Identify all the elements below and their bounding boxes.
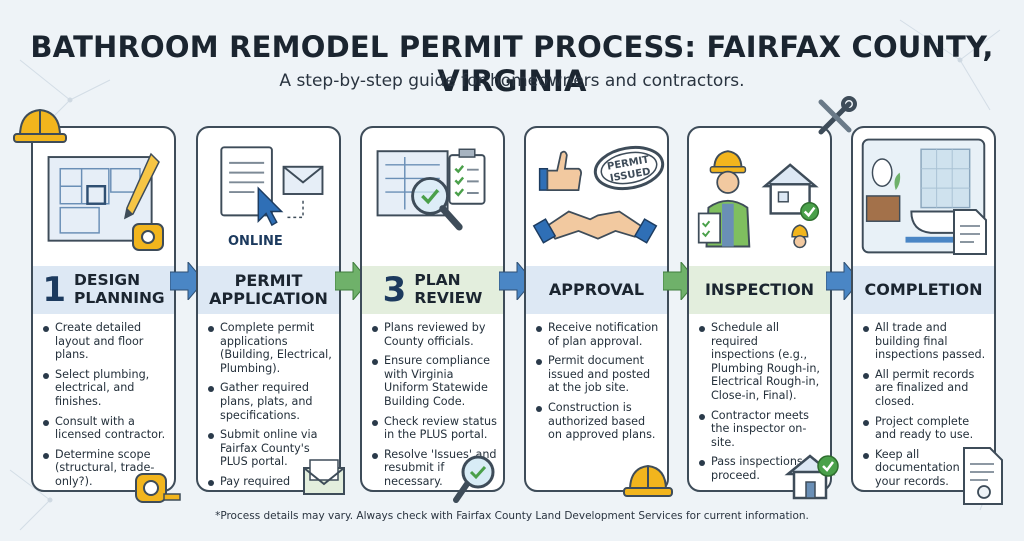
step-bullet-list: All trade and building final inspections…	[862, 321, 988, 490]
step-title-line: APPLICATION	[209, 289, 328, 308]
envelope-icon	[303, 459, 345, 495]
footnote: *Process details may vary. Always check …	[215, 510, 809, 522]
step-bullet-list: Plans reviewed by County officials. Ensu…	[371, 321, 497, 490]
certificate-document-icon	[963, 447, 1003, 505]
list-item: Receive notification of plan approval.	[535, 321, 661, 348]
step-header-plan-review: 3 PLAN REVIEW	[362, 266, 503, 314]
step-header-completion: COMPLETION	[853, 266, 994, 314]
list-item: Check review status in the PLUS portal.	[371, 415, 497, 442]
step-title: APPROVAL	[548, 279, 645, 299]
hard-hat-icon	[13, 108, 67, 143]
step-card-inspection: INSPECTION Schedule all required inspect…	[687, 126, 832, 492]
house-check-icon	[784, 454, 839, 500]
magnifier-check-icon	[453, 455, 495, 503]
list-item: Ensure compliance with Virginia Uniform …	[371, 354, 497, 408]
step-header-design-planning: 1 DESIGN PLANNING	[33, 266, 174, 314]
step-bullet-list: Create detailed layout and floor plans. …	[42, 321, 168, 490]
inspector-illustration	[697, 150, 820, 249]
step-card-completion: COMPLETION All trade and building final …	[851, 126, 996, 492]
plan-review-illustration	[376, 148, 486, 231]
step-bullet-list: Receive notification of plan approval. P…	[535, 321, 661, 448]
list-item: Contractor meets the inspector on-site.	[698, 409, 824, 450]
step-bullet-list: Complete permit applications (Building, …	[207, 321, 333, 490]
list-item: Pay required application fees.	[207, 475, 333, 490]
step-title-line: PLAN	[414, 271, 461, 290]
list-item: Plans reviewed by County officials.	[371, 321, 497, 348]
step-header-approval: APPROVAL	[526, 266, 667, 314]
list-item: Project complete and ready to use.	[862, 415, 988, 442]
step-title-line: DESIGN	[74, 271, 141, 290]
step-card-approval: PERMIT ISSUED APPROVAL Receive notificat…	[524, 126, 669, 492]
list-item: Schedule all required inspections (e.g.,…	[698, 321, 824, 403]
step-title: COMPLETION	[864, 279, 983, 299]
step-title-line: PERMIT	[234, 270, 303, 290]
list-item: Construction is authorized based on appr…	[535, 401, 661, 442]
page-subtitle: A step-by-step guide for homeowners and …	[279, 71, 745, 91]
list-item: Submit online via Fairfax County's PLUS …	[207, 428, 333, 469]
step-title: INSPECTION	[704, 279, 815, 299]
online-form-illustration	[220, 146, 324, 227]
page-title: BATHROOM REMODEL PERMIT PROCESS: FAIRFAX…	[30, 30, 994, 98]
step-header-inspection: INSPECTION	[689, 266, 830, 314]
wrench-screwdriver-icon	[818, 96, 857, 135]
pencil-icon	[123, 152, 160, 220]
list-item: All permit records are finalized and clo…	[862, 368, 988, 409]
step-title-line: PLANNING	[74, 289, 165, 307]
list-item: Gather required plans, plats, and specif…	[207, 381, 333, 422]
list-item: Create detailed layout and floor plans.	[42, 321, 168, 362]
step-number: 3	[382, 270, 407, 310]
hard-hat-icon	[623, 464, 673, 497]
online-label: ONLINE	[228, 234, 283, 249]
tape-measure-icon	[132, 223, 164, 251]
step-title: PLAN REVIEW	[414, 271, 483, 308]
step-title: PERMIT APPLICATION	[209, 270, 328, 309]
step-title-line: REVIEW	[414, 289, 483, 307]
step-header-permit-application: PERMIT APPLICATION	[198, 266, 339, 314]
list-item: Pass inspections to proceed.	[698, 455, 824, 482]
list-item: Select plumbing, electrical, and finishe…	[42, 368, 168, 409]
permit-issued-stamp: PERMIT ISSUED	[593, 145, 665, 191]
step-number: 1	[42, 270, 67, 310]
list-item: Resolve 'Issues' and resubmit if necessa…	[371, 448, 497, 489]
list-item: Consult with a licensed contractor.	[42, 415, 168, 442]
list-item: Keep all documentation for your records.	[862, 448, 988, 489]
list-item: Determine scope (structural, trade-only?…	[42, 448, 168, 489]
step-card-plan-review: 3 PLAN REVIEW Plans reviewed by County o…	[360, 126, 505, 492]
step-title: DESIGN PLANNING	[74, 271, 165, 308]
list-item: All trade and building final inspections…	[862, 321, 988, 362]
document-icon	[953, 209, 987, 255]
list-item: Permit document issued and posted at the…	[535, 354, 661, 395]
tape-measure-icon	[135, 473, 181, 503]
step-card-permit-application: ONLINE PERMIT APPLICATION Complete permi…	[196, 126, 341, 492]
step-bullet-list: Schedule all required inspections (e.g.,…	[698, 321, 824, 489]
list-item: Complete permit applications (Building, …	[207, 321, 333, 375]
approval-illustration	[532, 150, 658, 244]
step-card-design-planning: 1 DESIGN PLANNING Create detailed layout…	[31, 126, 176, 492]
